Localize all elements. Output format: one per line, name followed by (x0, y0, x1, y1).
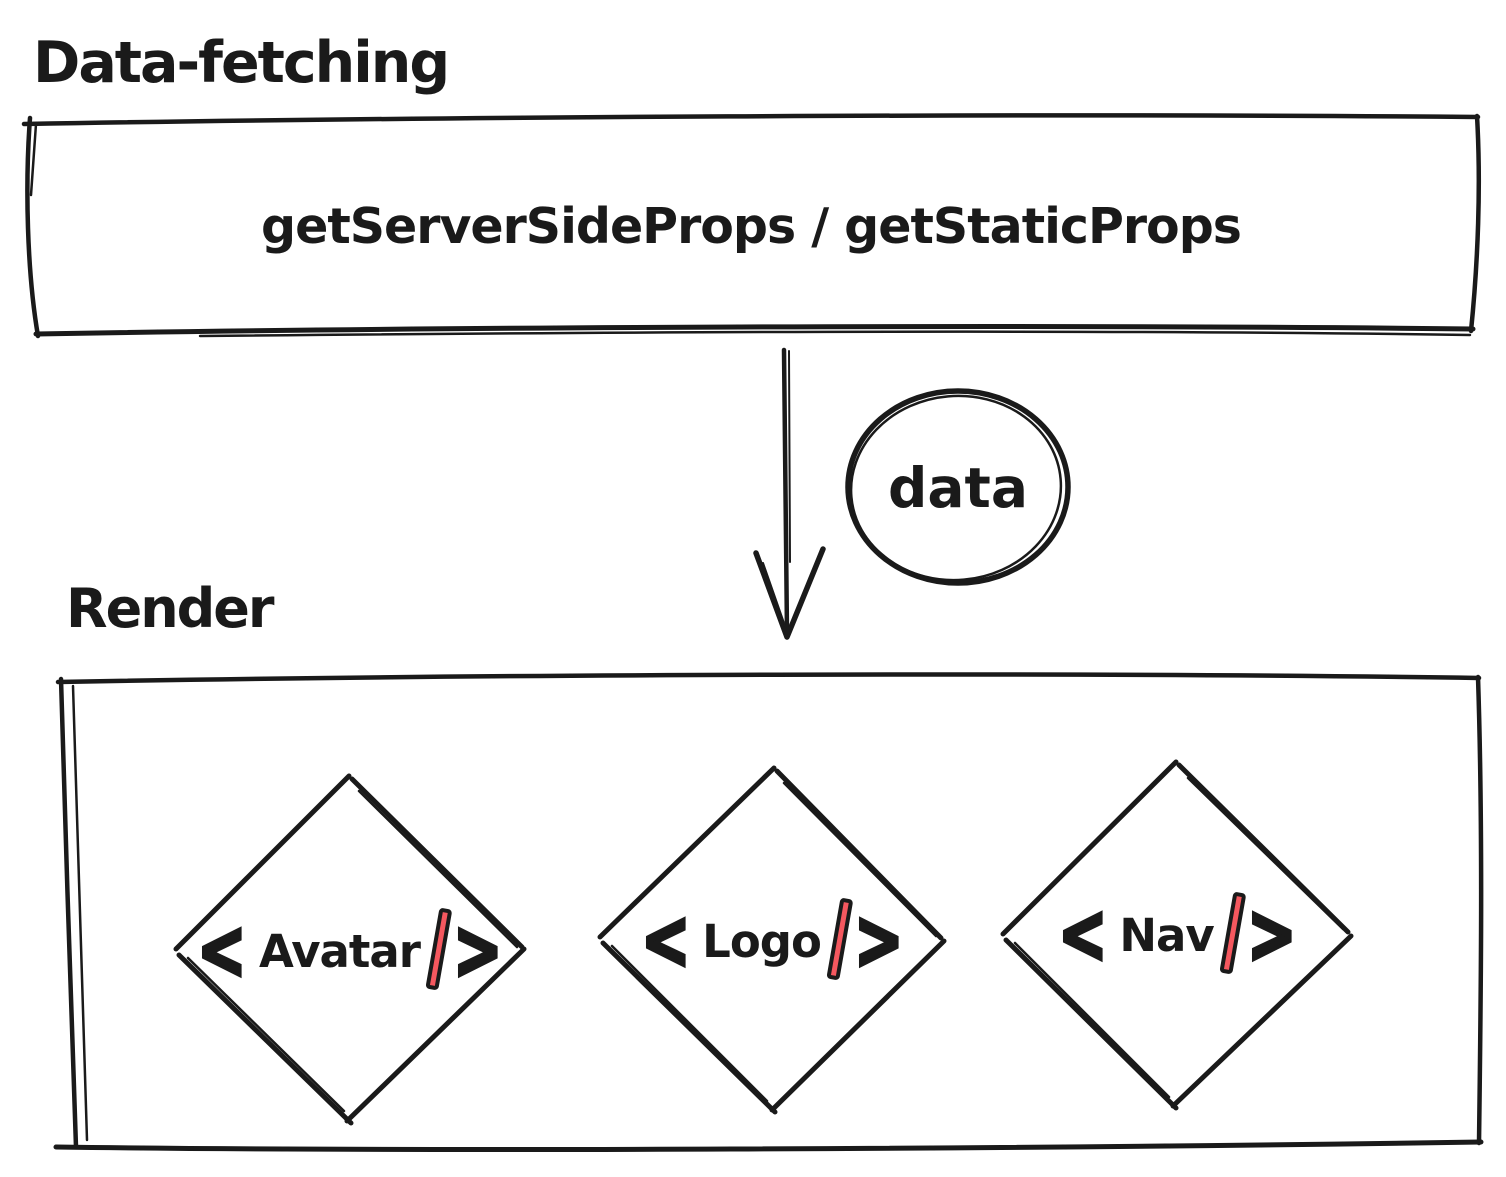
component-tag-nav: < Nav / > (1003, 762, 1351, 1108)
jsx-slash-icon: / (1219, 891, 1247, 975)
box-edge (25, 115, 41, 339)
arrow-head-echo (762, 562, 786, 627)
down-arrow (753, 347, 826, 640)
diamond-edge (600, 940, 778, 1115)
box-edge (1468, 113, 1482, 334)
ellipse-echo (849, 394, 1063, 582)
box-edge (55, 672, 1482, 685)
diamond-edge (344, 946, 527, 1124)
section-title-render: Render (66, 577, 275, 640)
close-bracket-icon: > (853, 893, 905, 989)
arrow-data-label-wrap: data (848, 434, 1068, 542)
diamond-edge-echo (357, 789, 519, 949)
data-fetching-box (21, 113, 1482, 339)
diamond-edge (774, 768, 944, 941)
diamond-edge (349, 776, 525, 950)
diamond-edge-echo (186, 956, 346, 1113)
diamond-edge (769, 938, 947, 1113)
arrow-shaft-echo (788, 350, 791, 563)
box-edge (33, 324, 1476, 337)
box-edge (1475, 674, 1484, 1146)
ellipse-outline (845, 388, 1071, 586)
arrow-data-label: data (888, 456, 1028, 520)
diamond-edge-echo (782, 781, 938, 938)
nav-diamond (1000, 759, 1354, 1111)
component-name-avatar: Avatar (259, 924, 421, 978)
component-name-nav: Nav (1119, 908, 1214, 962)
box-edge (53, 1139, 1484, 1152)
box-edge (21, 113, 1481, 127)
box-edge-echo (71, 684, 89, 1142)
avatar-diamond (173, 773, 527, 1126)
diamond-edge (176, 952, 354, 1126)
close-bracket-icon: > (452, 903, 504, 999)
open-bracket-icon: < (1056, 887, 1108, 983)
diamond-edge (173, 773, 352, 952)
component-tag-logo: < Logo / > (601, 770, 943, 1112)
diamond-edge (597, 765, 777, 940)
diamond-edge (1170, 933, 1354, 1109)
logo-diamond (597, 765, 947, 1115)
jsx-slash-icon: / (826, 897, 854, 981)
data-ellipse (845, 388, 1071, 586)
close-bracket-icon: > (1245, 887, 1297, 983)
data-fetching-box-label-wrap: getServerSideProps / getStaticProps (25, 118, 1477, 334)
diamond-edge (1176, 762, 1351, 935)
box-edge-echo (198, 330, 1472, 338)
box-edge (58, 676, 79, 1150)
jsx-slash-icon: / (425, 907, 453, 991)
open-bracket-icon: < (639, 893, 691, 989)
component-name-logo: Logo (702, 914, 822, 968)
diamond-edge-echo (610, 944, 769, 1103)
diamond-edge-echo (1013, 941, 1171, 1099)
render-box (53, 672, 1484, 1152)
section-title-data-fetching: Data-fetching (33, 30, 450, 96)
open-bracket-icon: < (196, 903, 248, 999)
arrow-shaft (781, 347, 790, 636)
component-tag-avatar: < Avatar / > (177, 780, 523, 1122)
jsx-slash-text: / (1236, 896, 1237, 897)
diamond-edge (1003, 937, 1179, 1111)
jsx-slash-text: / (443, 912, 444, 913)
data-fetching-box-text: getServerSideProps / getStaticProps (261, 197, 1242, 255)
arrow-head (753, 546, 826, 640)
jsx-slash-text: / (843, 902, 844, 903)
box-edge-echo (29, 122, 38, 197)
diamond-edge-echo (1186, 776, 1345, 931)
diamond-edge (1000, 759, 1179, 937)
